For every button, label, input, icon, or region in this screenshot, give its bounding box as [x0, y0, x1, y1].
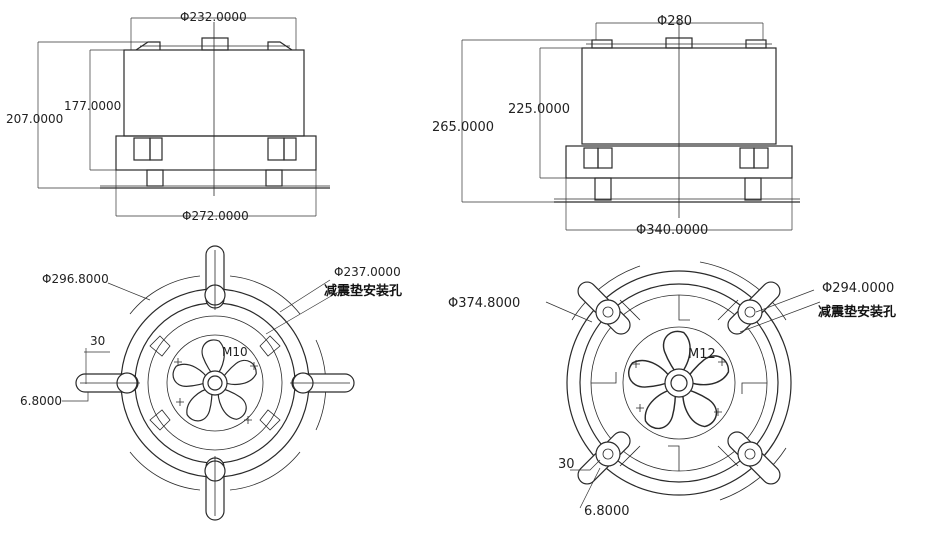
right-base-housing [565, 145, 793, 179]
right-mount-hole-tl [595, 299, 621, 325]
left-hole-circle-label: Φ237.0000 [334, 265, 401, 279]
left-thread-label: M10 [222, 345, 248, 359]
right-outer-ring [566, 270, 792, 496]
right-mount-hole-br [737, 441, 763, 467]
left-side-view: Φ232.0000 207.0000 177.0000 Φ272.0000 [6, 10, 330, 223]
right-slot-length-label: 30 [558, 457, 575, 472]
left-body-height-label: 177.0000 [64, 99, 121, 113]
left-mount-hole-label: 减震垫安装孔 [324, 283, 402, 299]
left-outer-diameter-label: Φ296.8000 [42, 272, 109, 286]
left-top-diameter-label: Φ232.0000 [180, 10, 247, 24]
right-plan-view: Φ374.8000 Φ294.0000 减震垫安装孔 M12 30 6.8000 [448, 261, 896, 519]
left-hole-width-label: 6.8000 [20, 394, 62, 408]
right-body-height-label: 225.0000 [508, 102, 570, 117]
right-overall-height-label: 265.0000 [432, 120, 494, 135]
right-side-view: Φ280 265.0000 225.0000 Φ340.0000 [432, 14, 800, 238]
right-thread-label: M12 [688, 347, 716, 362]
right-mount-hole-label: 减震垫安装孔 [818, 304, 896, 320]
right-mount-hole-tr [737, 299, 763, 325]
right-hole-circle-label: Φ294.0000 [822, 281, 894, 296]
right-hole-width-label: 6.8000 [584, 504, 630, 519]
left-base-diameter-label: Φ272.0000 [182, 209, 249, 223]
left-plan-view: Φ296.8000 Φ237.0000 减震垫安装孔 M10 30 6.8000 [20, 245, 402, 521]
right-mount-hole-bl [595, 441, 621, 467]
left-overall-height-label: 207.0000 [6, 112, 63, 126]
left-base-housing [115, 135, 317, 171]
right-top-diameter-label: Φ280 [657, 14, 692, 29]
right-base-diameter-label: Φ340.0000 [636, 223, 708, 238]
right-outer-diameter-label: Φ374.8000 [448, 296, 520, 311]
left-slot-length-label: 30 [90, 334, 105, 348]
